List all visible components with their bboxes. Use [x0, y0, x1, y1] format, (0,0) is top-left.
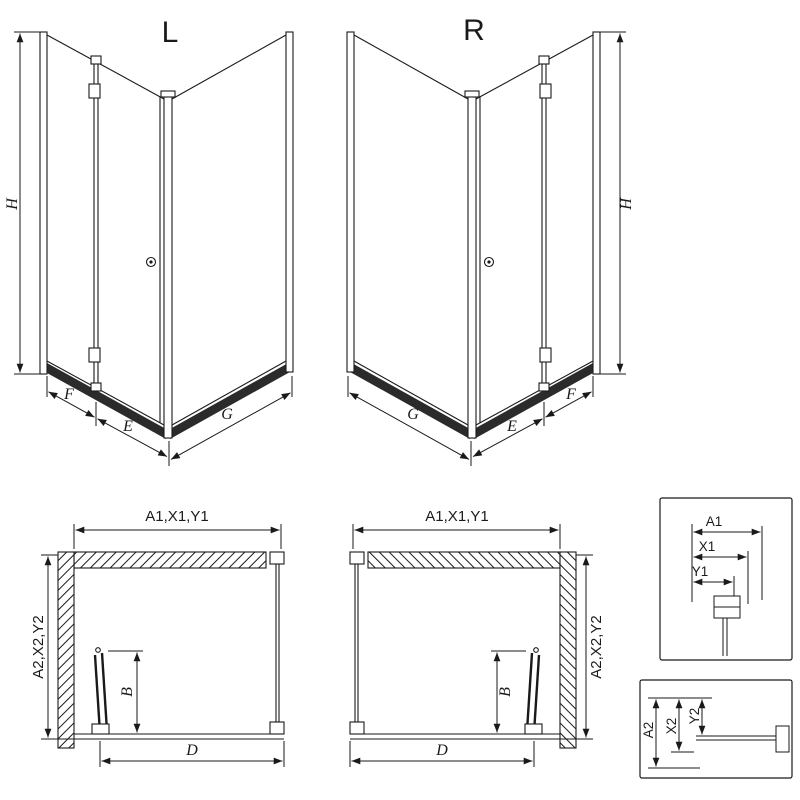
- shower-3d-view-mirrored: [347, 32, 626, 466]
- pivot-bracket-icon: [90, 55, 102, 65]
- corner-post: [163, 95, 173, 439]
- pivot-bracket-icon: [90, 382, 102, 392]
- corner-post-cap: [160, 90, 176, 98]
- detail-a2-label: A2: [641, 722, 656, 739]
- detail-box-top: [659, 497, 793, 661]
- door-handle-icon: [149, 260, 153, 264]
- shower-plan-view-mirrored: [350, 524, 593, 767]
- plan-door-label-left: B: [119, 687, 136, 697]
- dim-line-door: [97, 418, 168, 458]
- plan-width-label-left: A1,X1,Y1: [145, 508, 208, 525]
- detail-x2-label: X2: [664, 718, 679, 735]
- dim-label-fixed-right: F: [565, 386, 576, 403]
- door-pivot-icon: [95, 647, 101, 653]
- dim-line-fixed: [48, 391, 95, 418]
- dim-label-height-right: H: [618, 197, 635, 211]
- plan-width-label-right: A1,X1,Y1: [425, 508, 488, 525]
- dim-label-fixed-left: F: [63, 386, 74, 403]
- dim-label-door-left: E: [122, 418, 133, 435]
- plan-entry-label-right: D: [435, 742, 448, 759]
- wall-section-side: [57, 551, 75, 749]
- shower-tray-side: [170, 362, 290, 439]
- dim-label-door-right: E: [506, 418, 517, 435]
- detail-a1-label: A1: [706, 514, 723, 529]
- variant-label-left: L: [162, 16, 179, 49]
- dim-label-side-right: G: [407, 406, 419, 423]
- detail-frame: [659, 497, 793, 661]
- plan-depth-label-right: A2,X2,Y2: [588, 615, 605, 678]
- detail-x1-label: X1: [699, 539, 716, 554]
- detail-box-bottom: [639, 679, 793, 779]
- detail-frame: [639, 679, 793, 779]
- wall-section-back: [73, 551, 267, 569]
- wall-profile-section: [775, 725, 790, 753]
- side-panel-top-edge: [171, 34, 287, 100]
- detail-y2-label: Y2: [687, 708, 702, 725]
- plan-entry-label-left: D: [185, 742, 198, 759]
- wall-profile: [39, 31, 48, 375]
- dim-label-height-left: H: [4, 197, 21, 211]
- plan-door-label-right: B: [497, 687, 514, 697]
- door-bracket-plan: [91, 723, 110, 735]
- plan-depth-label-left: A2,X2,Y2: [30, 615, 47, 678]
- variant-label-right: R: [463, 14, 485, 47]
- corner-bracket-plan: [269, 721, 285, 735]
- shower-plan-view: [41, 524, 285, 767]
- door-panel-bottom-edge: [46, 360, 165, 426]
- hinge-icon: [88, 83, 101, 99]
- door-panel-top-edge: [46, 34, 165, 100]
- detail-y1-label: Y1: [692, 564, 709, 579]
- hinge-icon: [88, 347, 101, 363]
- wall-profile-plan: [269, 551, 285, 565]
- shower-3d-view: [14, 31, 294, 466]
- door-leaf-plan: [93, 654, 102, 734]
- wall-profile: [285, 31, 294, 373]
- door-leaf-plan: [100, 652, 109, 732]
- dim-label-side-left: G: [221, 406, 233, 423]
- dim-line-side: [170, 392, 291, 460]
